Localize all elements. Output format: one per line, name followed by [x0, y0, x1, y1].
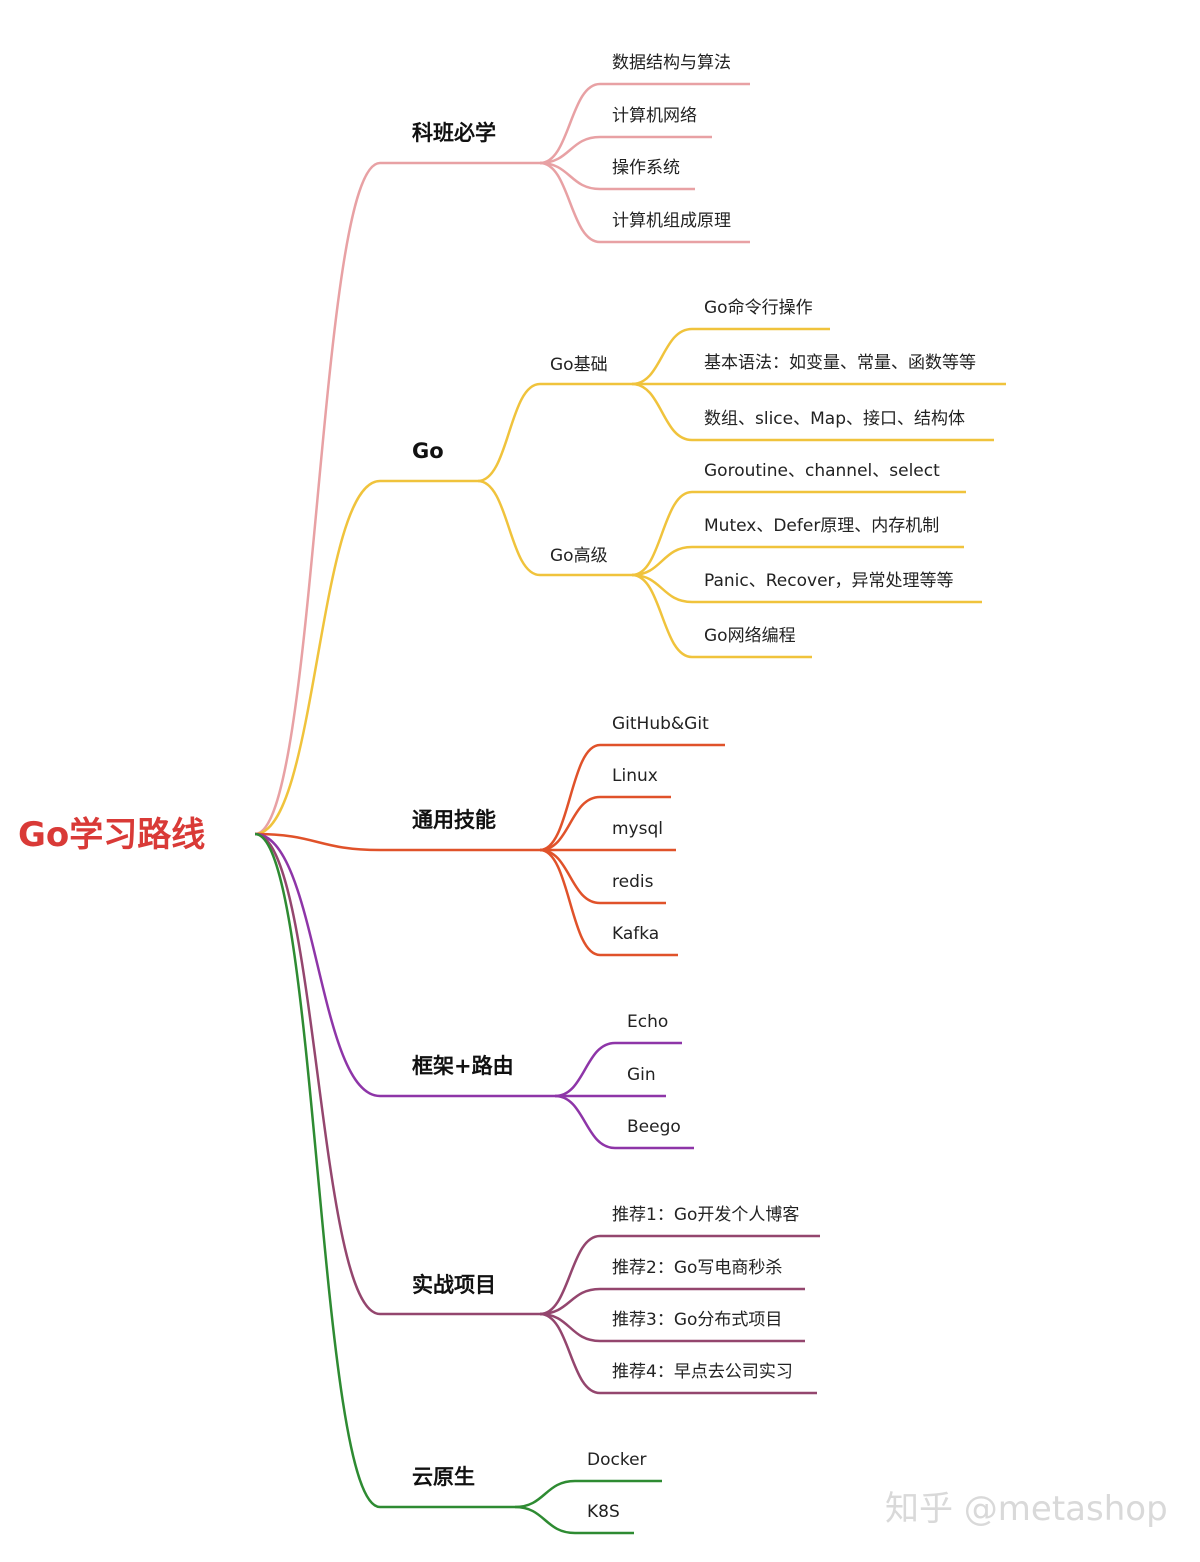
- leaf-topic: 推荐3：Go分布式项目: [612, 1310, 782, 1330]
- leaf-connector: [539, 135, 601, 165]
- leaf-connector: [539, 848, 601, 905]
- leaf-connector: [539, 848, 601, 957]
- leaf-topic: Go网络编程: [704, 626, 796, 646]
- leaf-topic: redis: [612, 872, 654, 892]
- branch-topic: 通用技能: [412, 808, 496, 832]
- leaf-connector: [631, 573, 693, 604]
- leaf-topic: 推荐4：早点去公司实习: [612, 1362, 793, 1382]
- connector-lines: [254, 82, 1006, 1535]
- leaf-connector: [539, 161, 601, 191]
- branch-topic: 科班必学: [412, 121, 496, 145]
- leaf-connector: [539, 1287, 601, 1316]
- branch-topic: 实战项目: [412, 1273, 496, 1297]
- branch-connector: [254, 832, 381, 1316]
- leaf-connector: [539, 795, 601, 852]
- branch-connector: [254, 832, 381, 1509]
- leaf-topic: 基本语法：如变量、常量、函数等等: [704, 353, 976, 373]
- sub-connector: [477, 479, 541, 577]
- leaf-connector: [554, 1041, 616, 1098]
- leaf-topic: 数组、slice、Map、接口、结构体: [704, 409, 965, 429]
- branch-connector: [254, 832, 381, 1098]
- branch-connector: [254, 479, 381, 836]
- leaf-connector: [631, 490, 693, 577]
- leaf-connector: [631, 382, 693, 442]
- leaf-connector: [631, 327, 693, 386]
- leaf-topic: 数据结构与算法: [612, 53, 731, 73]
- leaf-topic: Go命令行操作: [704, 298, 813, 318]
- leaf-topic: K8S: [587, 1502, 620, 1522]
- leaf-connector: [539, 82, 601, 165]
- leaf-topic: Kafka: [612, 924, 659, 944]
- leaf-connector: [514, 1505, 576, 1535]
- branch-topic: Go: [412, 439, 444, 463]
- sub-topic: Go高级: [550, 546, 608, 566]
- leaf-topic: Panic、Recover，异常处理等等: [704, 571, 954, 591]
- leaf-connector: [539, 1312, 601, 1343]
- branch-topic: 云原生: [412, 1465, 475, 1489]
- leaf-connector: [554, 1094, 616, 1150]
- leaf-connector: [539, 1234, 601, 1316]
- branch-connector: [254, 161, 381, 836]
- branch-topic: 框架+路由: [412, 1054, 514, 1078]
- leaf-topic: Docker: [587, 1450, 647, 1470]
- leaf-connector: [631, 573, 693, 659]
- leaf-connector: [539, 743, 601, 852]
- leaf-connector: [514, 1479, 576, 1509]
- leaf-topic: Echo: [627, 1012, 668, 1032]
- watermark: 知乎 @metashop: [885, 1489, 1168, 1529]
- root-topic: Go学习路线: [18, 815, 205, 855]
- leaf-topic: 操作系统: [612, 158, 680, 178]
- leaf-topic: mysql: [612, 819, 663, 839]
- leaf-connector: [631, 545, 693, 577]
- leaf-topic: Beego: [627, 1117, 681, 1137]
- leaf-topic: Gin: [627, 1065, 656, 1085]
- leaf-connector: [539, 161, 601, 244]
- leaf-topic: Mutex、Defer原理、内存机制: [704, 516, 939, 536]
- leaf-topic: Linux: [612, 766, 658, 786]
- leaf-topic: 计算机网络: [612, 106, 697, 126]
- sub-connector: [477, 382, 541, 483]
- leaf-topic: GitHub&Git: [612, 714, 709, 734]
- leaf-connector: [539, 1312, 601, 1395]
- leaf-topic: 推荐1：Go开发个人博客: [612, 1205, 799, 1225]
- sub-topic: Go基础: [550, 355, 608, 375]
- leaf-topic: 计算机组成原理: [612, 211, 731, 231]
- leaf-topic: Goroutine、channel、select: [704, 461, 940, 481]
- leaf-topic: 推荐2：Go写电商秒杀: [612, 1258, 782, 1278]
- branch-connector: [254, 832, 381, 852]
